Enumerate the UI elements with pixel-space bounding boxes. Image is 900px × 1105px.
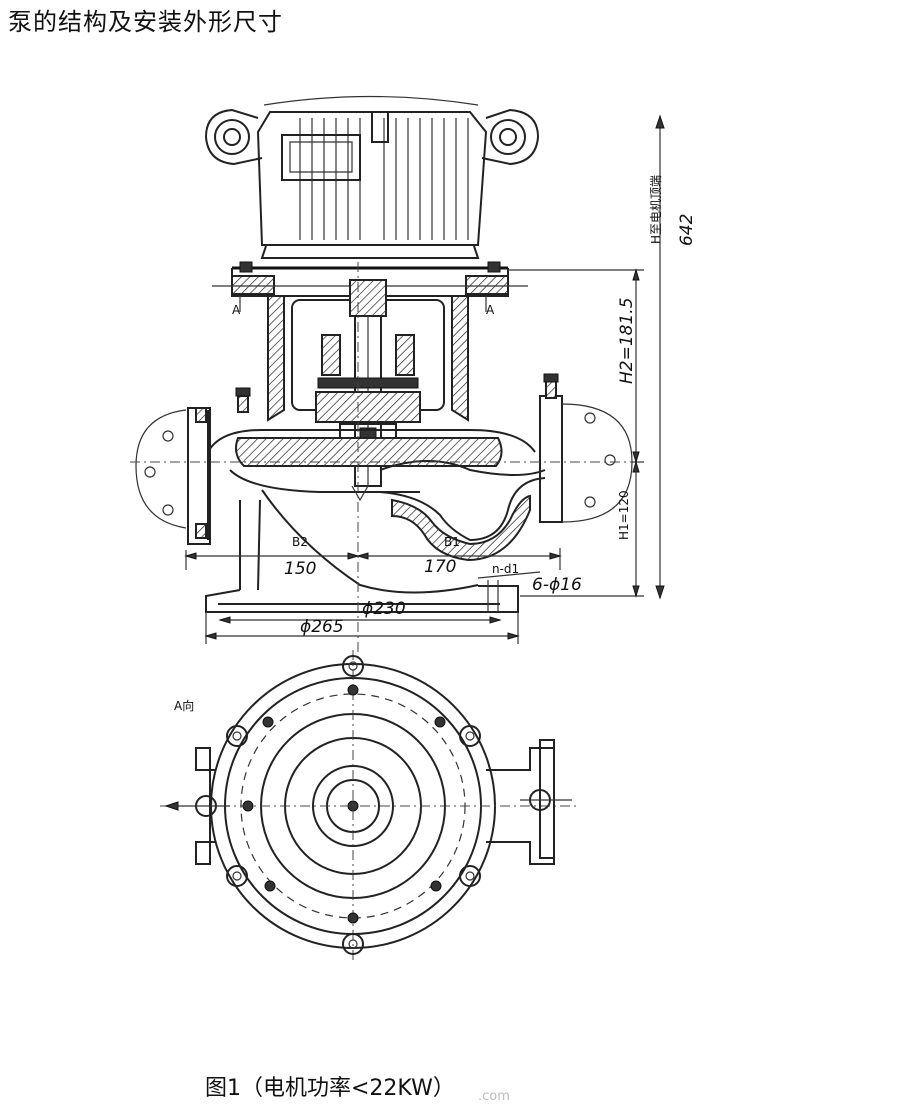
page-title: 泵的结构及安装外形尺寸 xyxy=(8,8,283,36)
b1-value: 170 xyxy=(424,557,456,577)
dimension-h: H2=181.5 H1=120 xyxy=(508,268,644,598)
inlet-flange xyxy=(135,407,211,545)
nd1-label: n-d1 xyxy=(492,562,519,576)
dimension-overall-height: H至电机顶端 642 xyxy=(649,114,697,600)
section-a-right-label: A xyxy=(486,303,495,317)
motor-body xyxy=(256,95,488,259)
b1-label: B1 xyxy=(444,535,460,549)
b2-value: 150 xyxy=(284,559,316,579)
pump-base xyxy=(205,580,519,613)
plan-bolt-holes xyxy=(226,655,481,955)
view-a-label: A向 xyxy=(174,698,194,713)
pump-shaft xyxy=(315,279,421,487)
outlet-flange xyxy=(235,373,633,523)
h-motor-top-label: H至电机顶端 xyxy=(649,175,663,244)
bolt-circle-value: ϕ230 xyxy=(362,599,406,619)
motor-flange xyxy=(212,261,528,297)
section-a-left-label: A xyxy=(232,303,241,317)
section-a-markers: A A xyxy=(232,296,495,317)
figure-caption: 图1（电机功率<22KW） xyxy=(205,1076,455,1101)
b2-label: B2 xyxy=(292,535,308,549)
watermark: .com xyxy=(478,1089,510,1104)
pump-bracket xyxy=(267,295,469,422)
h1-value: H1=120 xyxy=(617,490,631,540)
plan-outlet-flange xyxy=(486,739,572,865)
dimension-diameters: ϕ230 ϕ265 xyxy=(204,599,520,644)
elevation-view: A A B2 B1 150 170 n-d1 6-ϕ16 xyxy=(130,95,697,660)
h2-value: H2=181.5 xyxy=(617,297,637,384)
plan-inlet-flange xyxy=(164,747,230,865)
pump-casing xyxy=(207,429,546,594)
bolt-holes-value: 6-ϕ16 xyxy=(532,575,582,595)
base-diameter-value: ϕ265 xyxy=(300,617,344,637)
motor-lifting-lugs xyxy=(204,108,540,166)
dimension-bolt-holes: n-d1 6-ϕ16 xyxy=(477,562,582,595)
plan-view: A向 xyxy=(160,650,580,962)
h-total-value: 642 xyxy=(677,214,697,246)
dimension-b: B2 B1 150 170 xyxy=(184,535,562,579)
